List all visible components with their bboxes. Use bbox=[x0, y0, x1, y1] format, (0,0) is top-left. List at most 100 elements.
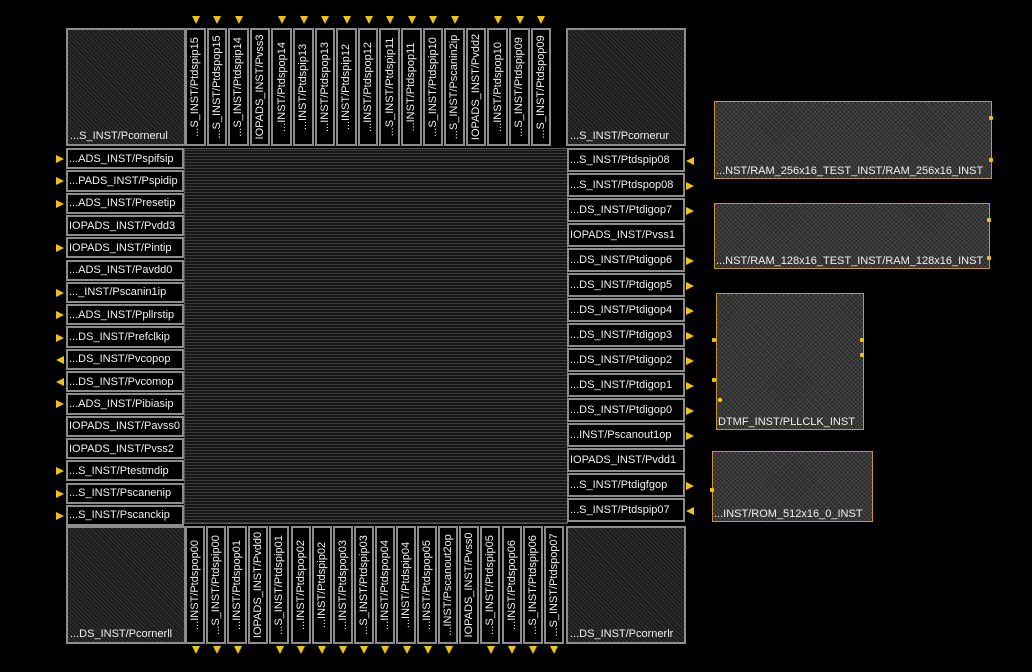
pin-arrow bbox=[686, 406, 694, 415]
pin-arrow bbox=[56, 244, 64, 253]
left-pad[interactable]: ...S_INST/Pscanckip bbox=[66, 504, 184, 527]
pad-label: ...NST/RAM_128x16_TEST_INST/RAM_128x16_I… bbox=[716, 255, 984, 267]
right-pad[interactable]: ...DS_INST/Ptdigop0 bbox=[567, 398, 685, 422]
left-pad[interactable]: ..._INST/Pscanin1ip bbox=[66, 281, 184, 304]
top-pad[interactable]: IOPADS_INST/Pvdd2 bbox=[465, 28, 487, 146]
bottom-pad[interactable]: ...INST/Ptdspop02 bbox=[290, 526, 311, 644]
macro-block[interactable]: ...INST/ROM_512x16_0_INST bbox=[712, 451, 873, 522]
left-pad[interactable]: ...S_INST/Pscanenip bbox=[66, 482, 184, 504]
bottom-pad[interactable]: ...S_INST/Ptdspip00 bbox=[206, 526, 227, 644]
top-pad[interactable]: ...S_INST/Ptdspip15 bbox=[185, 28, 206, 146]
bottom-pad[interactable]: ...INST/Ptdspop04 bbox=[374, 526, 395, 644]
right-pad[interactable]: ...DS_INST/Ptdigop1 bbox=[567, 373, 685, 397]
right-pad[interactable]: ...DS_INST/Ptdigop6 bbox=[567, 248, 685, 272]
bottom-pad[interactable]: IOPADS_INST/Pvdd0 bbox=[248, 526, 269, 644]
left-pad[interactable]: IOPADS_INST/Pvdd3 bbox=[66, 214, 184, 237]
pad-label: ...NST/RAM_256x16_TEST_INST/RAM_256x16_I… bbox=[716, 165, 984, 177]
corner-pad-ll[interactable]: ...DS_INST/Pcornerll bbox=[66, 526, 186, 644]
bottom-pad[interactable]: ...S_INST/Ptdspip06 bbox=[522, 526, 543, 644]
pad-label: ...INST/Pscanout2op bbox=[442, 534, 455, 636]
top-pad[interactable]: ...INST/Ptdspop12 bbox=[357, 28, 379, 146]
top-pad[interactable]: ...INST/Ptdspop11 bbox=[401, 28, 422, 146]
left-pad[interactable]: ...ADS_INST/Ppllrstip bbox=[66, 304, 184, 326]
left-pad[interactable]: ...ADS_INST/Pspifsip bbox=[66, 148, 184, 170]
pad-label: IOPADS_INST/Pvss2 bbox=[69, 442, 174, 455]
bottom-pad[interactable]: IOPADS_INST/Pvss0 bbox=[459, 526, 480, 644]
macro-block[interactable]: DTMF_INST/PLLCLK_INST bbox=[716, 293, 864, 430]
macro-pin bbox=[860, 353, 864, 357]
corner-pad-ul[interactable]: ...S_INST/Pcornerul bbox=[66, 28, 186, 146]
pad-label: ...INST/Ptdspop14 bbox=[275, 42, 288, 132]
pin-arrow bbox=[299, 16, 308, 24]
right-pad[interactable]: ...S_INST/Ptdigfgop bbox=[567, 473, 685, 497]
pad-label: ...DS_INST/Ptdigop1 bbox=[570, 379, 673, 391]
top-pad[interactable]: ...INST/Ptdspip12 bbox=[336, 28, 357, 146]
left-pad[interactable]: ...ADS_INST/Presetip bbox=[66, 192, 184, 214]
right-pad[interactable]: ...DS_INST/Ptdigop4 bbox=[567, 298, 685, 322]
left-pad[interactable]: ...S_INST/Ptestmdip bbox=[66, 460, 184, 482]
pin-arrow bbox=[386, 16, 395, 24]
right-pad[interactable]: ...S_INST/Ptdspip07 bbox=[567, 498, 685, 522]
right-pad[interactable]: ...S_INST/Ptdspip08 bbox=[567, 148, 685, 172]
top-pad[interactable]: ...S_INST/Ptdspop09 bbox=[530, 28, 552, 146]
top-pad[interactable]: ...INST/Ptdspop13 bbox=[314, 28, 336, 146]
pad-label: ...INST/Ptdspop03 bbox=[336, 540, 349, 630]
pin-arrow bbox=[537, 16, 546, 24]
right-pad[interactable]: ...INST/Pscanout1op bbox=[567, 423, 685, 447]
top-pad[interactable]: ...S_INST/Ptdspip09 bbox=[509, 28, 530, 146]
bottom-pad[interactable]: ...INST/Ptdspop00 bbox=[185, 526, 206, 644]
corner-pad-ur[interactable]: ...S_INST/Pcornerur bbox=[566, 28, 686, 146]
right-pad[interactable]: ...DS_INST/Ptdigop3 bbox=[567, 323, 685, 347]
right-pad[interactable]: ...DS_INST/Ptdigop7 bbox=[567, 198, 685, 222]
left-pad[interactable]: ...PADS_INST/Pspidip bbox=[66, 170, 184, 192]
macro-block[interactable]: ...NST/RAM_128x16_TEST_INST/RAM_128x16_I… bbox=[714, 203, 990, 269]
top-pad[interactable]: ...S_INST/Ptdspop15 bbox=[206, 28, 228, 146]
bottom-pad[interactable]: ...INST/Ptdspop01 bbox=[227, 526, 248, 644]
bottom-pad[interactable]: ...INST/Ptdspop03 bbox=[332, 526, 353, 644]
right-pad[interactable]: ...DS_INST/Ptdigop5 bbox=[567, 273, 685, 297]
pin-arrow bbox=[213, 16, 222, 24]
top-pad[interactable]: IOPADS_INST/Pvss3 bbox=[249, 28, 271, 146]
corner-pad-lr[interactable]: ...DS_INST/Pcornerlr bbox=[566, 526, 686, 644]
top-pad[interactable]: ...S_INST/Ptdspip11 bbox=[379, 28, 400, 146]
bottom-pad[interactable]: ...S_INST/Ptdspop07 bbox=[543, 526, 564, 644]
pad-label: ...ADS_INST/Presetip bbox=[69, 197, 176, 210]
bottom-pad[interactable]: ...S_INST/Ptdspip01 bbox=[269, 526, 290, 644]
bottom-pad[interactable]: ...S_INST/Ptdspip03 bbox=[353, 526, 374, 644]
right-pad[interactable]: IOPADS_INST/Pvss1 bbox=[567, 223, 685, 247]
left-pad[interactable]: ...DS_INST/Pvcomop bbox=[66, 371, 184, 393]
top-pad[interactable]: ...INST/Ptdspip13 bbox=[293, 28, 314, 146]
bottom-pad[interactable]: ...INST/Ptdspop05 bbox=[417, 526, 438, 644]
bottom-pad[interactable]: ...INST/Pscanout2op bbox=[438, 526, 459, 644]
pad-label: ...S_INST/Ptdspop08 bbox=[570, 179, 674, 191]
pad-label: ...S_INST/Ptdspip06 bbox=[526, 535, 539, 635]
bottom-pad[interactable]: ...INST/Ptdspip02 bbox=[311, 526, 332, 644]
left-pad[interactable]: IOPADS_INST/Pavss0 bbox=[66, 415, 184, 437]
pin-arrow bbox=[686, 431, 694, 440]
macro-block[interactable]: ...NST/RAM_256x16_TEST_INST/RAM_256x16_I… bbox=[714, 101, 992, 179]
pad-label: ...S_INST/Pscanckip bbox=[69, 509, 170, 522]
right-pad[interactable]: IOPADS_INST/Pvdd1 bbox=[567, 448, 685, 472]
bottom-pad[interactable]: ...INST/Ptdspip04 bbox=[396, 526, 417, 644]
top-pad[interactable]: ...S_INST/Ptdspip14 bbox=[228, 28, 249, 146]
left-pad[interactable]: ...ADS_INST/Pibiasip bbox=[66, 393, 184, 415]
pad-label: ...S_INST/Ptdspip00 bbox=[210, 535, 223, 635]
right-pad[interactable]: ...DS_INST/Ptdigop2 bbox=[567, 348, 685, 372]
bottom-pad[interactable]: ...S_INST/Ptdspip05 bbox=[480, 526, 501, 644]
pin-arrow bbox=[364, 16, 373, 24]
bottom-pad[interactable]: ...INST/Ptdspop06 bbox=[501, 526, 522, 644]
top-pad[interactable]: ...S_INST/Pscanin2ip bbox=[444, 28, 465, 146]
left-pad[interactable]: ...DS_INST/Prefclkip bbox=[66, 326, 184, 348]
left-pad[interactable]: IOPADS_INST/Pintip bbox=[66, 237, 184, 259]
top-pad[interactable]: ...S_INST/Ptdspip10 bbox=[422, 28, 444, 146]
top-pad[interactable]: ...INST/Ptdspop10 bbox=[487, 28, 508, 146]
top-pad[interactable]: ...INST/Ptdspop14 bbox=[271, 28, 292, 146]
left-pad[interactable]: ...DS_INST/Pvcopop bbox=[66, 348, 184, 370]
pad-label: ...DS_INST/Ptdigop0 bbox=[570, 404, 673, 416]
right-pad[interactable]: ...S_INST/Ptdspop08 bbox=[567, 173, 685, 197]
left-pad[interactable]: IOPADS_INST/Pvss2 bbox=[66, 437, 184, 460]
pin-arrow bbox=[275, 646, 284, 654]
left-pad[interactable]: ...ADS_INST/Pavdd0 bbox=[66, 259, 184, 281]
pin-arrow bbox=[444, 646, 453, 654]
